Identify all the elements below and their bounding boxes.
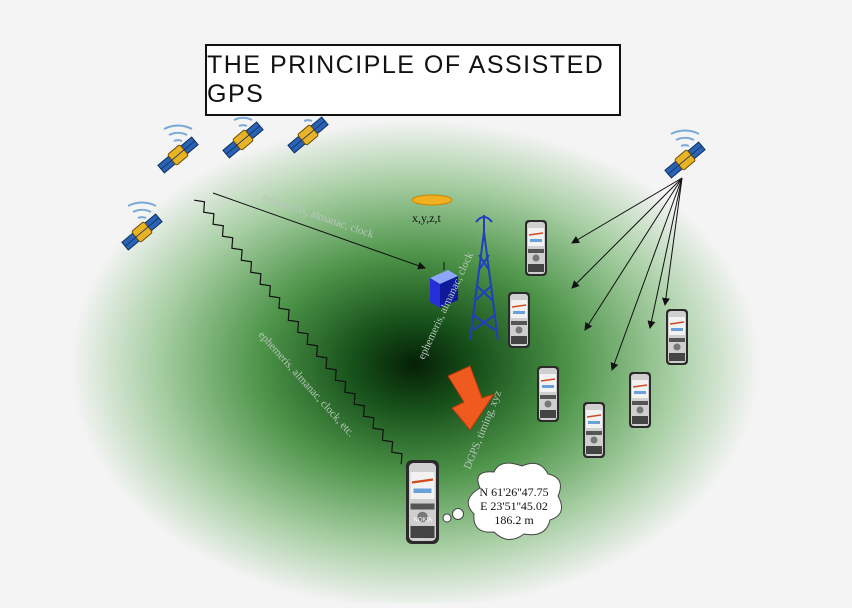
position-halo: [411, 194, 453, 206]
cell-tower-icon: [469, 215, 499, 341]
assistance-arrow: [447, 365, 496, 431]
coverage-ellipse: [70, 120, 760, 608]
title-box: THE PRINCIPLE OF ASSISTED GPS: [205, 44, 621, 116]
mobile-phone-icon: [582, 401, 606, 459]
coordinates-readout: N 61'26''47.75 E 23'51''45.02 186.2 m: [470, 485, 558, 527]
thought-bubble: [442, 462, 563, 540]
position-time-label: x,y,z,t: [412, 211, 441, 225]
slide-title: THE PRINCIPLE OF ASSISTED GPS: [207, 51, 605, 108]
mobile-phone-icon: [628, 371, 652, 429]
satellite-icon: [155, 124, 201, 176]
satellite-icon: [662, 129, 708, 181]
mobile-phone-icon: [524, 219, 548, 277]
mobile-phone-icon: [536, 365, 560, 423]
mobile-phone-icon: NOKIA: [404, 458, 441, 546]
coord-latitude: N 61'26''47.75: [479, 485, 549, 499]
broadcast-arrows: [571, 177, 683, 371]
coord-altitude: 186.2 m: [494, 513, 534, 527]
signal-arrow: [212, 192, 426, 270]
phone-brand: NOKIA: [414, 518, 433, 524]
mobile-phone-icon: [507, 291, 531, 349]
direct-signal-zigzag: [194, 199, 403, 465]
mobile-phone-icon: [665, 308, 689, 366]
coord-longitude: E 23'51''45.02: [480, 499, 548, 513]
server-cube-icon: [430, 262, 458, 308]
